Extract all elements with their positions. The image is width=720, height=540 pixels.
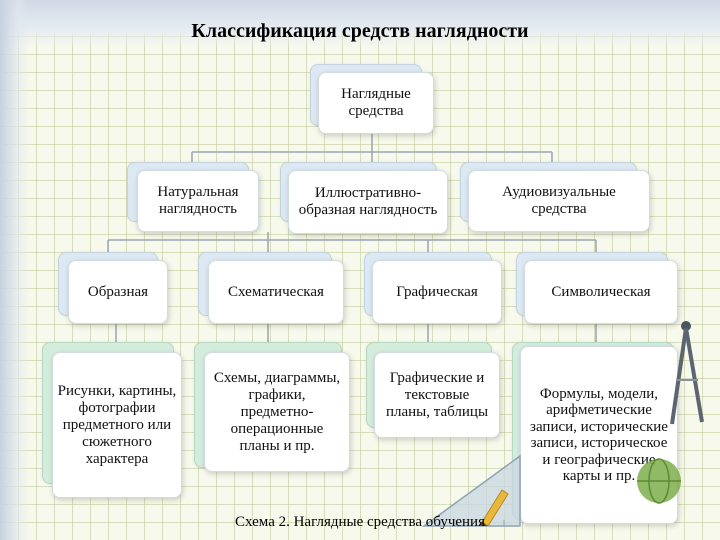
node-graphic-detail-box: Графические и текстовые планы, таблицы (374, 352, 500, 438)
node-figurative-detail-box: Рисунки, картины, фотографии предметного… (52, 352, 182, 498)
node-illustrative-box: Иллюстративно-образная наглядность (288, 170, 448, 234)
node-schematic-box: Схематическая (208, 260, 344, 324)
pencil-icon (480, 489, 509, 526)
node-illustrative-label: Иллюстративно-образная наглядность (298, 185, 438, 218)
node-audiovisual-label: Аудиовизуальные средства (502, 184, 616, 217)
node-figurative-box: Образная (68, 260, 168, 324)
compass-icon (670, 321, 704, 425)
node-schematic-label: Схематическая (228, 283, 324, 300)
diagram-caption: Схема 2. Наглядные средства обучения (235, 514, 485, 530)
node-audiovisual-box: Аудиовизуальные средства (468, 170, 650, 232)
node-graphic-detail-label: Графические и текстовые планы, таблицы (385, 369, 489, 420)
slide-frame-left (0, 0, 30, 540)
node-symbolic-box: Символическая (524, 260, 678, 324)
node-symbolic-detail-label: Формулы, модели, арифметические записи, … (530, 385, 668, 485)
globe-icon (637, 458, 681, 504)
node-figurative-label: Образная (87, 283, 149, 300)
node-root-label: Наглядные средства (341, 86, 411, 119)
slide-frame-top (0, 0, 720, 48)
diagram-title: Классификация средств наглядности (191, 20, 529, 42)
node-graphic-box: Графическая (372, 260, 502, 324)
node-root-box: Наглядные средства (318, 72, 434, 134)
node-natural-label: Натуральная наглядность (157, 184, 239, 217)
node-natural-box: Натуральная наглядность (137, 170, 259, 232)
node-graphic-label: Графическая (396, 283, 478, 300)
node-figurative-detail-label: Рисунки, картины, фотографии предметного… (57, 382, 177, 467)
node-schematic-detail-box: Схемы, диаграммы, графики, предметно-опе… (204, 352, 350, 472)
node-symbolic-label: Символическая (551, 283, 651, 300)
node-schematic-detail-label: Схемы, диаграммы, графики, предметно-опе… (213, 369, 341, 454)
